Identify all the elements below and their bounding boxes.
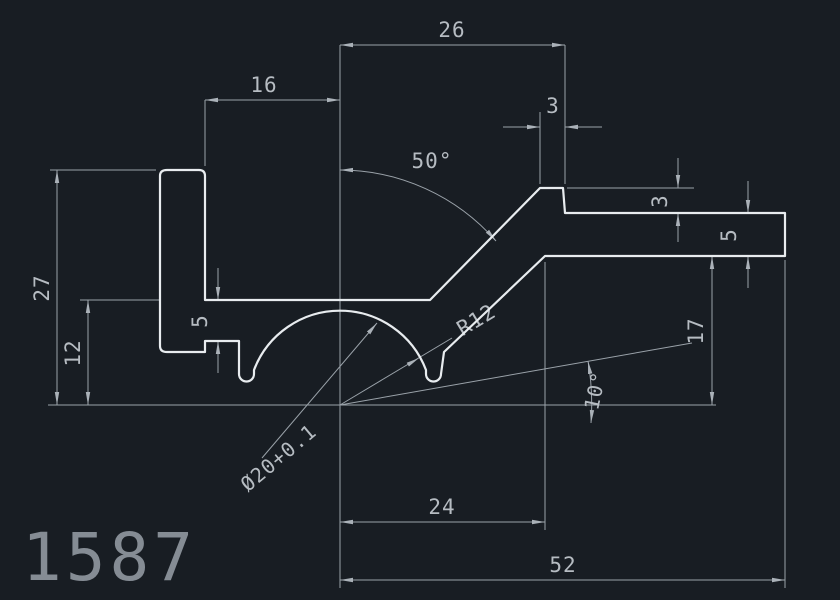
ray-fillet-radius <box>339 337 453 406</box>
dimension-arm-thickness: 5 <box>717 181 751 288</box>
dim-label-overall-height: 27 <box>30 274 54 301</box>
dim-label-main-angle: 50° <box>412 149 453 173</box>
dim-label-tab-height: 3 <box>648 194 672 208</box>
dim-label-bore: Ø20+0.1 <box>236 419 321 496</box>
dim-label-overall-width: 52 <box>549 553 576 577</box>
dimension-tab-height: 3 <box>648 158 681 242</box>
dim-label-arm-thickness: 5 <box>717 228 741 242</box>
dimension-upper-tab-width: 16 <box>205 73 340 103</box>
dim-label-arm-offset: 17 <box>684 317 708 344</box>
dimension-overall-width: 52 <box>340 553 785 583</box>
dimension-notch-width: 3 <box>503 94 602 130</box>
ray-small-angle <box>339 342 693 406</box>
extension-lines <box>48 45 786 588</box>
dimension-web-thickness: 5 <box>188 268 221 373</box>
profile-outline <box>158 168 787 383</box>
dim-label-notch-width: 3 <box>546 94 560 118</box>
dim-label-top-width: 26 <box>438 18 465 42</box>
dimension-web-height: 12 <box>61 300 91 405</box>
dim-label-upper-tab-width: 16 <box>250 73 277 97</box>
dimension-main-angle: 50° <box>339 149 497 242</box>
dim-label-lower-width: 24 <box>428 495 455 519</box>
dimension-overall-height: 27 <box>30 170 60 405</box>
dimension-top-width: 26 <box>340 18 565 48</box>
part-number: 1587 <box>22 519 197 596</box>
dim-label-small-angle: 10° <box>579 369 611 412</box>
dimension-bore: Ø20+0.1 <box>236 322 378 496</box>
dim-label-web-thickness: 5 <box>188 314 212 328</box>
dim-label-web-height: 12 <box>61 339 85 366</box>
dimension-small-angle: 10° <box>579 360 611 424</box>
dimension-arm-offset: 17 <box>684 256 715 405</box>
dimension-lower-width: 24 <box>340 495 545 525</box>
